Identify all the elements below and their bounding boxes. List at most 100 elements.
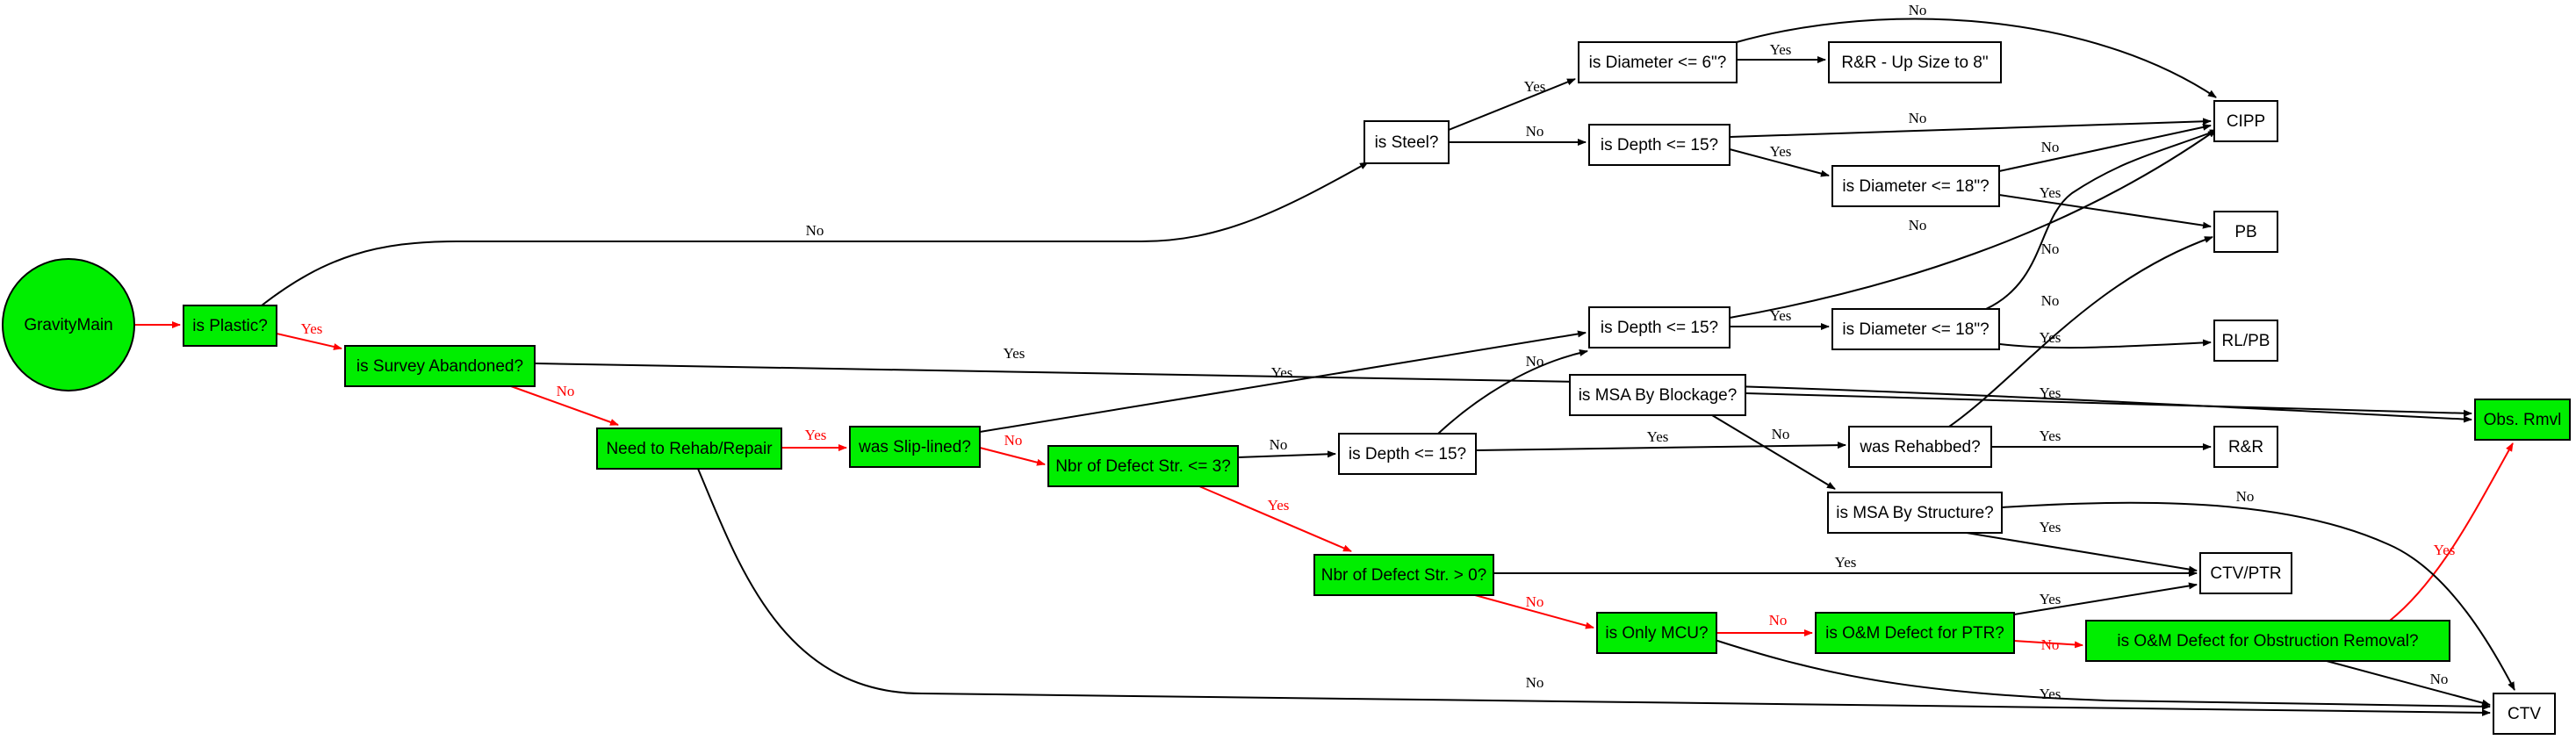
edge-nbr_defect_gt0-to-is_only_mcu: No	[1474, 593, 1594, 629]
edge-line	[534, 363, 2472, 423]
edge-label: No	[2430, 671, 2449, 687]
node-shape	[2213, 100, 2278, 142]
edge-line	[2013, 640, 2083, 649]
edge-is_msa_structure-to-ctv_ptr: Yes	[1966, 519, 2198, 573]
edge-is_om_obstruction-to-obs_rmvl: Yes	[2389, 442, 2514, 621]
edge-label: Yes	[1647, 428, 1669, 445]
edge-line	[2001, 501, 2515, 691]
node-is-om-ptr: is O&M Defect for PTR?	[1815, 612, 2015, 654]
node-label: is MSA By Blockage?	[1579, 386, 1738, 405]
edge-label: No	[1526, 593, 1544, 610]
node-is-depth-15-b: is Depth <= 15?	[1588, 306, 1731, 348]
node-is-msa-blockage: is MSA By Blockage?	[1569, 374, 1746, 416]
node-need-rehab: Need to Rehab/Repair	[596, 427, 782, 470]
node-shape	[1596, 612, 1717, 654]
node-shape	[1588, 306, 1731, 348]
node-cipp: CIPP	[2213, 100, 2278, 142]
edge-label: Yes	[1004, 345, 1025, 362]
edge-line	[979, 447, 1046, 466]
edge-line	[2326, 660, 2491, 707]
edge-is_depth_15_c-to-was_rehabbed: Yes	[1475, 428, 1846, 451]
node-label: R&R - Up Size to 8"	[1841, 54, 1988, 72]
node-label: is Diameter <= 6"?	[1589, 54, 1727, 72]
edge-line	[1437, 349, 1588, 435]
edge-label: No	[2041, 292, 2060, 309]
node-shape	[1313, 554, 1494, 596]
node-label: GravityMain	[24, 316, 112, 334]
edge-is_survey_abandoned-to-need_rehab: No	[510, 383, 619, 426]
edge-label: No	[557, 383, 575, 399]
edge-is_msa_blockage-to-obs_rmvl: Yes	[1745, 384, 2472, 417]
edge-line	[1475, 442, 1846, 451]
node-shape	[1578, 41, 1738, 83]
node-shape	[2213, 426, 2278, 468]
edge-line	[1474, 594, 1594, 629]
edge-is_diameter_18_b-to-rlpb: Yes	[1985, 329, 2212, 349]
edge-is_depth_15_c-to-is_depth_15_b: No	[1437, 349, 1588, 435]
node-obs-rmvl: Obs. Rmvl	[2474, 399, 2571, 441]
edge-line	[1198, 485, 1352, 552]
edge-line	[1948, 236, 2213, 427]
node-was-slip-lined: was Slip-lined?	[849, 426, 981, 468]
edge-label: Yes	[1524, 78, 1546, 95]
edge-was_slip_lined-to-nbr_defect_le3: No	[979, 432, 1046, 466]
edge-was_rehabbed-to-pb: No	[1948, 236, 2213, 427]
edge-label: Yes	[2434, 542, 2456, 558]
node-label: CTV/PTR	[2210, 564, 2281, 583]
edge-label: No	[2236, 488, 2255, 505]
node-is-plastic: is Plastic?	[183, 305, 277, 347]
edge-line	[261, 162, 1369, 306]
node-label: is O&M Defect for Obstruction Removal?	[2117, 632, 2418, 650]
edge-line	[1729, 118, 2212, 138]
edge-line	[2013, 582, 2198, 615]
node-shape	[344, 345, 536, 387]
edge-label: Yes	[2040, 427, 2062, 444]
edge-is_depth_15_b-to-cipp: No	[1729, 129, 2217, 319]
node-label: is MSA By Structure?	[1836, 504, 1994, 522]
edge-label: Yes	[1770, 41, 1792, 58]
node-label: is Steel?	[1375, 133, 1439, 152]
node-ctv: CTV	[2493, 693, 2556, 735]
node-label: is Survey Abandoned?	[356, 357, 523, 376]
edge-was_rehabbed-to-rr: Yes	[1991, 427, 2212, 450]
edge-line	[1711, 638, 2491, 710]
edge-is_steel-to-is_diameter_6: Yes	[1448, 78, 1576, 131]
node-is-steel: is Steel?	[1364, 120, 1450, 164]
node-shape	[2493, 693, 2556, 735]
node-rr-upsize: R&R - Up Size to 8"	[1828, 41, 2002, 83]
edge-line	[1998, 194, 2212, 229]
edge-is_om_obstruction-to-ctv: No	[2326, 660, 2491, 707]
edge-line	[1966, 532, 2198, 573]
node-is-msa-structure: is MSA By Structure?	[1827, 492, 2003, 534]
edge-is_om_ptr-to-is_om_obstruction: No	[2013, 636, 2083, 653]
node-label: CIPP	[2227, 112, 2265, 131]
node-label: PB	[2234, 223, 2256, 241]
edge-label: No	[2041, 636, 2060, 653]
edge-label: Yes	[1770, 143, 1792, 160]
edge-line	[276, 333, 342, 350]
node-label: is Depth <= 15?	[1601, 136, 1718, 154]
node-label: is Only MCU?	[1605, 624, 1708, 643]
node-is-survey-abandoned: is Survey Abandoned?	[344, 345, 536, 387]
edge-label: Yes	[805, 427, 827, 443]
node-label: is Plastic?	[192, 317, 268, 335]
node-is-diameter-6: is Diameter <= 6"?	[1578, 41, 1738, 83]
edge-label: Yes	[2040, 519, 2062, 535]
node-label: Need to Rehab/Repair	[606, 440, 773, 458]
edge-line	[697, 468, 2491, 716]
edge-was_slip_lined-to-is_depth_15_b: Yes	[979, 330, 1587, 433]
node-shape	[1047, 445, 1239, 487]
edge-is_diameter_18_a-to-pb: Yes	[1998, 184, 2212, 229]
node-label: Obs. Rmvl	[2484, 411, 2562, 429]
edge-label: Yes	[2040, 329, 2062, 346]
edge-need_rehab-to-ctv: No	[697, 468, 2491, 716]
edge-label: Yes	[2040, 384, 2062, 401]
node-shape	[1364, 120, 1450, 164]
edge-line	[1729, 129, 2217, 319]
edge-line	[979, 330, 1587, 433]
edge-is_msa_structure-to-ctv: No	[2001, 488, 2515, 691]
edge-is_msa_blockage-to-is_msa_structure: No	[1711, 414, 1836, 490]
node-pb: PB	[2213, 211, 2278, 253]
edge-is_plastic-to-is_survey_abandoned: Yes	[276, 320, 342, 350]
edge-label: No	[2041, 139, 2060, 155]
